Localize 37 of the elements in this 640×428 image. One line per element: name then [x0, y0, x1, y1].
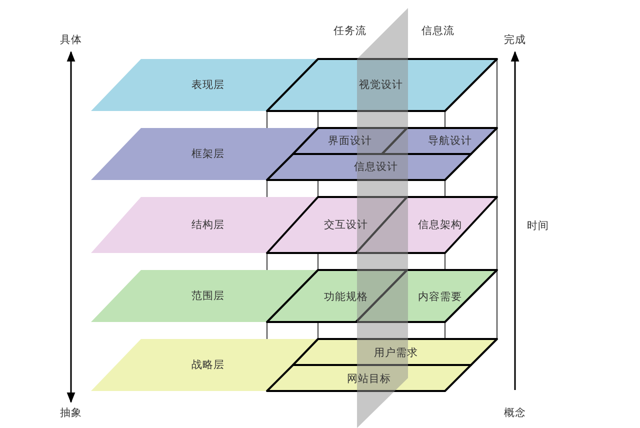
section-label: 用户需求	[374, 348, 418, 358]
section-label: 网站目标	[347, 374, 391, 384]
plane-section	[356, 197, 497, 253]
section-label: 导航设计	[428, 136, 472, 146]
plane-section	[267, 154, 471, 180]
plane-section	[267, 59, 497, 111]
layer-plane	[91, 339, 497, 391]
axis-label: 概念	[504, 408, 526, 418]
flow-label: 信息流	[422, 26, 454, 36]
axis-label: 具体	[60, 34, 82, 46]
plane-section	[267, 197, 407, 253]
layer-label: 表现层	[192, 80, 224, 90]
section-label: 界面设计	[328, 136, 372, 146]
plane-section	[267, 270, 407, 322]
axis-label: 时间	[527, 220, 549, 232]
plane-section	[356, 270, 497, 322]
plane-section	[267, 365, 471, 391]
layer-label: 框架层	[192, 148, 224, 160]
axis-label: 完成	[504, 34, 526, 46]
plane-section	[293, 128, 407, 154]
section-label: 信息设计	[354, 162, 398, 172]
layer-plane	[91, 197, 497, 253]
layer-label: 结构层	[192, 220, 224, 230]
plane-section	[293, 339, 497, 365]
section-label: 交互设计	[324, 220, 368, 230]
layer-plane	[91, 59, 497, 111]
plane-section	[382, 128, 497, 154]
flow-label: 任务流	[334, 26, 366, 36]
section-label: 功能规格	[324, 292, 368, 302]
axis-label: 抽象	[60, 408, 82, 418]
section-label: 信息架构	[418, 220, 462, 230]
section-label: 视觉设计	[359, 80, 403, 90]
section-label: 内容需要	[418, 292, 462, 302]
layer-plane	[91, 128, 497, 180]
layer-label: 范围层	[192, 290, 224, 302]
layer-label: 战略层	[192, 360, 224, 370]
layer-plane	[91, 270, 497, 322]
